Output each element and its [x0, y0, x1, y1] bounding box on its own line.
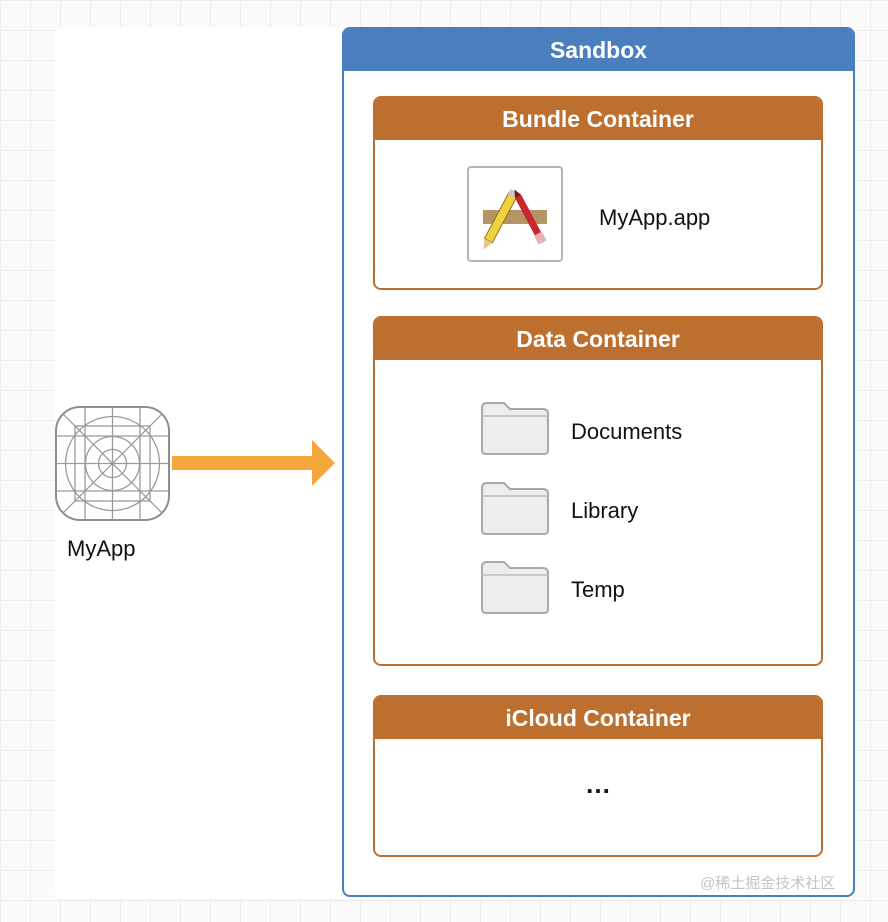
icloud-container: iCloud Container … [373, 695, 823, 857]
bundle-container: Bundle Container MyApp.app [373, 96, 823, 290]
data-container-title: Data Container [375, 318, 821, 360]
folder-icon [480, 400, 550, 456]
data-container: Data Container Documents Library Temp [373, 316, 823, 666]
bundle-item-label: MyApp.app [599, 205, 711, 230]
folder-icon [480, 559, 550, 615]
folder-label-documents: Documents [571, 419, 683, 444]
folder-icon [480, 480, 550, 536]
folder-label-library: Library [571, 498, 639, 523]
bundle-container-title: Bundle Container [375, 98, 821, 140]
app-label: MyApp [67, 536, 136, 561]
app-grid-icon [55, 406, 170, 521]
sandbox-title: Sandbox [344, 29, 853, 71]
watermark: @稀土掘金技术社区 [700, 875, 836, 892]
arrow-right-icon [172, 438, 337, 488]
icloud-container-title: iCloud Container [375, 697, 821, 739]
folder-label-temp: Temp [571, 577, 625, 602]
xcode-icon [467, 166, 563, 262]
icloud-ellipsis: … [585, 769, 611, 799]
